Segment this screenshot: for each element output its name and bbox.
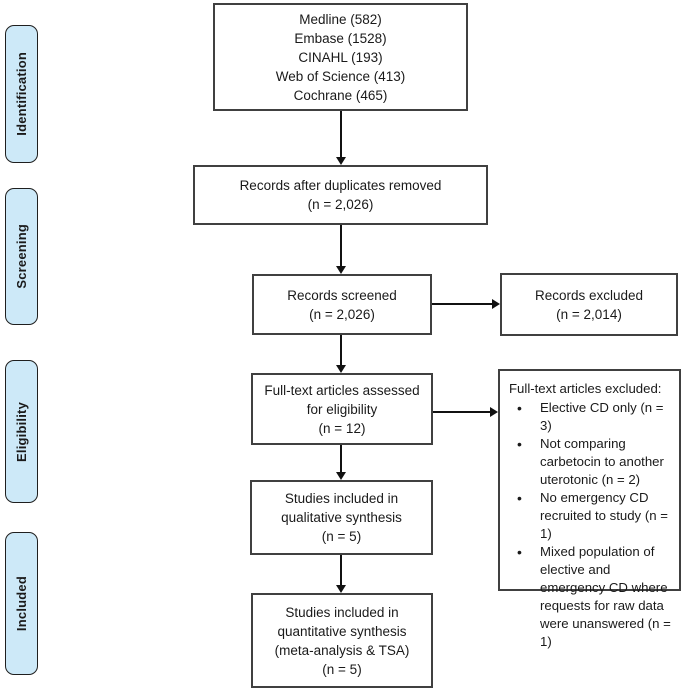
box-text-line: qualitative synthesis <box>281 510 402 525</box>
arrow-fulltext-to-qualitative <box>335 445 347 480</box>
arrow-shaft <box>433 411 491 413</box>
arrow-screened-to-fulltext <box>335 335 347 373</box>
box-fulltext-assessed: Full-text articles assessed for eligibil… <box>251 373 433 445</box>
arrow-down-icon <box>336 365 346 373</box>
box-text-line: (n = 5) <box>321 529 362 544</box>
box-text-line: Full-text articles assessed <box>264 382 420 398</box>
arrow-shaft <box>340 445 342 473</box>
box-text-line: Records after duplicates removed <box>239 178 442 193</box>
source-line: Medline (582) <box>299 11 382 27</box>
arrow-screened-to-excluded <box>432 298 500 310</box>
fulltext-excluded-title: Full-text articles excluded: <box>509 381 662 396</box>
box-text-line: (n = 5) <box>322 661 362 677</box>
arrow-shaft <box>340 225 342 267</box>
box-duplicates-removed: Records after duplicates removed (n = 2,… <box>193 165 488 225</box>
box-text-line: Studies included in <box>285 604 399 620</box>
box-text-line: Records screened <box>287 287 397 303</box>
box-records-screened: Records screened (n = 2,026) <box>252 274 432 335</box>
box-text-line: (n = 2,026) <box>307 197 374 212</box>
arrow-down-icon <box>336 266 346 274</box>
arrow-shaft <box>432 303 493 305</box>
arrow-down-icon <box>336 157 346 165</box>
fulltext-excluded-item: Mixed population of elective and emergen… <box>508 543 674 651</box>
box-text-line: (n = 2,026) <box>309 306 375 322</box>
arrow-duplicates-to-screened <box>335 225 347 274</box>
arrow-down-icon <box>336 585 346 593</box>
source-line: CINAHL (193) <box>298 49 383 65</box>
source-line: Cochrane (465) <box>293 87 388 103</box>
stage-label-eligibility: Eligibility <box>5 360 38 503</box>
stage-label-eligibility-text: Eligibility <box>14 401 29 462</box>
box-text-line: Studies included in <box>284 491 399 506</box>
stage-label-included: Included <box>5 532 38 675</box>
source-line: Embase (1528) <box>294 30 387 46</box>
fulltext-excluded-item: Elective CD only (n = 3) <box>508 399 674 435</box>
stage-label-identification-text: Identification <box>14 52 29 136</box>
box-text-line: (meta-analysis & TSA) <box>274 642 410 658</box>
arrow-shaft <box>340 111 342 158</box>
box-text-line: for eligibility <box>306 401 378 417</box>
arrow-sources-to-duplicates <box>335 111 347 165</box>
arrow-fulltext-to-excluded <box>433 406 498 418</box>
stage-label-screening: Screening <box>5 188 38 325</box>
stage-label-screening-text: Screening <box>14 224 29 289</box>
box-text-line: quantitative synthesis <box>277 623 407 639</box>
fulltext-excluded-list: Elective CD only (n = 3) Not comparing c… <box>508 399 674 651</box>
box-records-excluded: Records excluded (n = 2,014) <box>500 273 678 336</box>
box-quantitative-synthesis: Studies included in quantitative synthes… <box>251 593 433 688</box>
arrow-right-icon <box>490 407 498 417</box>
box-qualitative-synthesis: Studies included in qualitative synthesi… <box>250 480 433 555</box>
stage-label-included-text: Included <box>14 575 29 632</box>
box-text-line: (n = 12) <box>318 420 366 436</box>
box-text-line: (n = 2,014) <box>556 306 622 322</box>
arrow-shaft <box>340 335 342 366</box>
arrow-down-icon <box>336 472 346 480</box>
stage-label-identification: Identification <box>5 25 38 163</box>
box-text-line: Records excluded <box>534 287 644 303</box>
arrow-qualitative-to-quantitative <box>335 555 347 593</box>
box-fulltext-excluded: Full-text articles excluded: Elective CD… <box>498 369 681 649</box>
fulltext-excluded-item: No emergency CD recruited to study (n = … <box>508 489 674 543</box>
arrow-right-icon <box>492 299 500 309</box>
box-database-sources: Medline (582) Embase (1528) CINAHL (193)… <box>213 3 468 111</box>
arrow-shaft <box>340 555 342 586</box>
fulltext-excluded-item: Not comparing carbetocin to another uter… <box>508 435 674 489</box>
source-line: Web of Science (413) <box>275 68 406 84</box>
